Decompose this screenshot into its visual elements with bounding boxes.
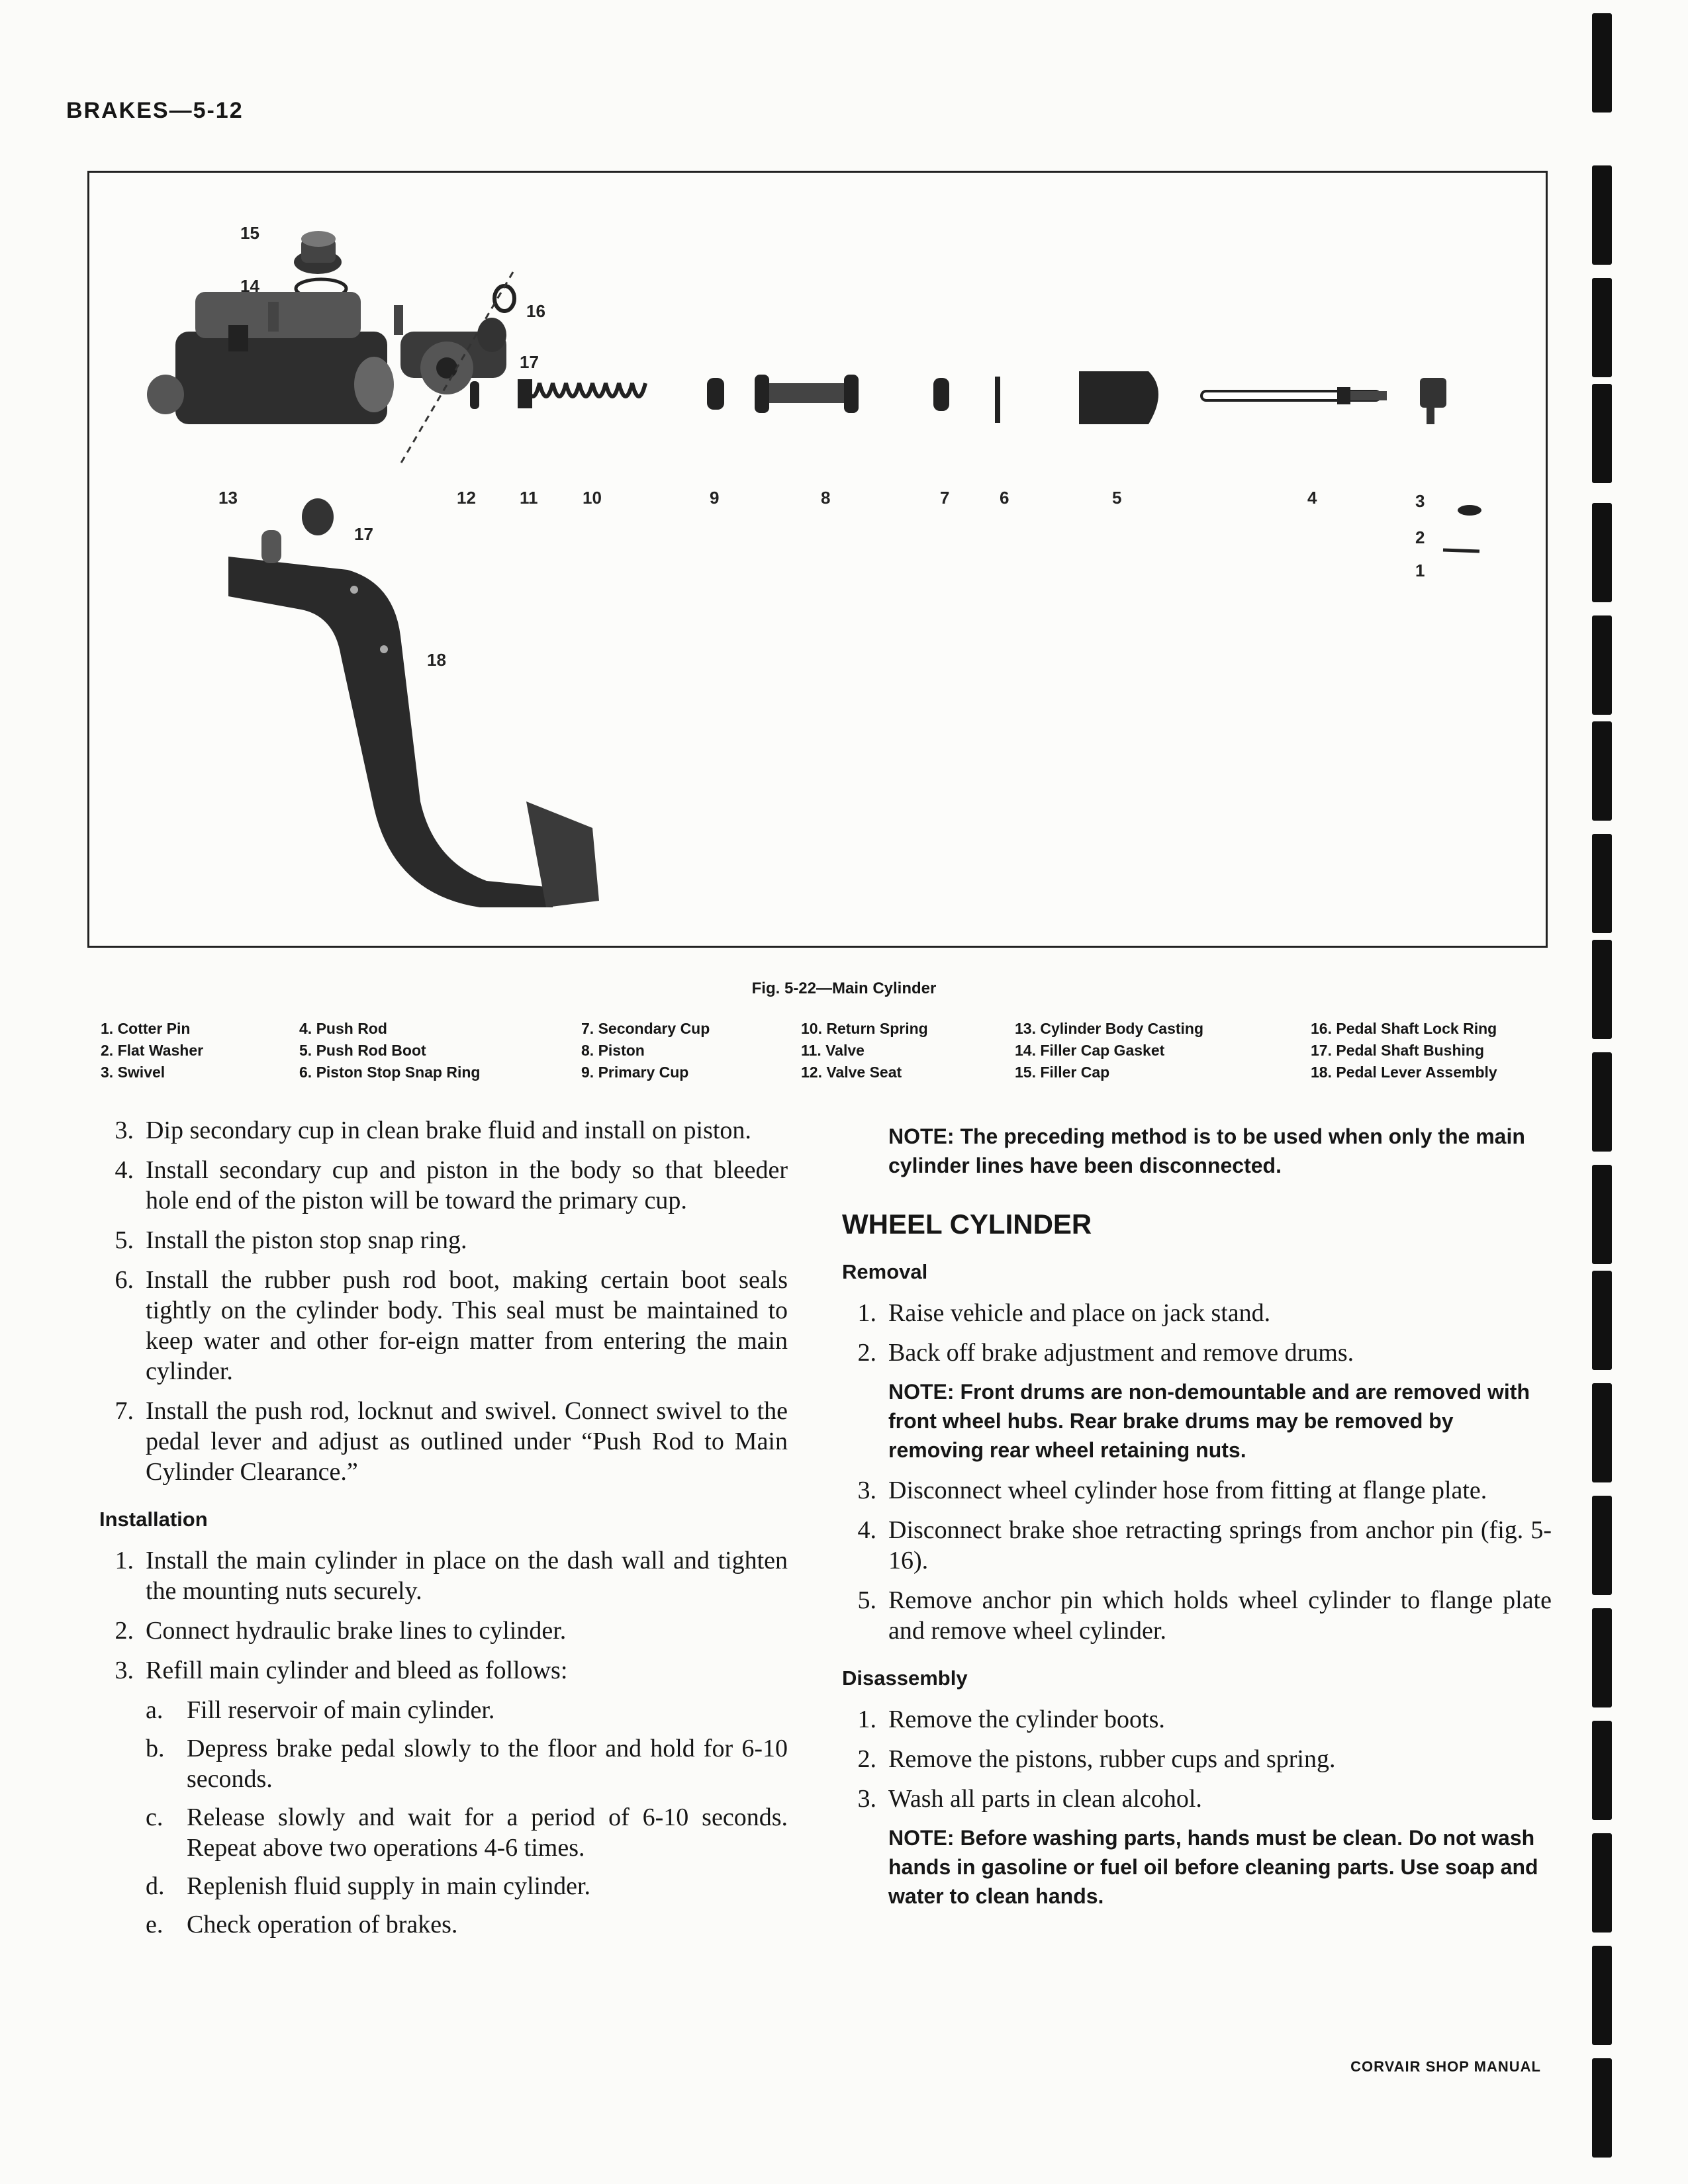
callout-8: 8 [821,488,830,508]
right-column: NOTE: The preceding method is to be used… [842,1115,1552,1921]
bleed-item: d.Replenish fluid supply in main cylinde… [146,1872,591,1900]
bleed-item: e.Check operation of brakes. [146,1911,458,1938]
legend-item: 5. Push Rod Boot [299,1042,426,1059]
left-column: 3.Dip secondary cup in clean brake fluid… [99,1115,788,1948]
legend-item: 8. Piston [581,1042,645,1059]
push-rod-part [1200,387,1387,404]
callout-9: 9 [710,488,719,508]
callout-4: 4 [1307,488,1317,508]
step-item: 3.Dip secondary cup in clean brake fluid… [115,1116,751,1144]
primary-cup-part [707,378,724,410]
note-preceding-method: NOTE: The preceding method is to be used… [888,1124,1525,1177]
removal-item: 1.Raise vehicle and place on jack stand. [857,1299,1271,1327]
callout-13: 13 [218,488,238,508]
pedal-shaft-lock-ring-part [492,284,516,313]
callout-16: 16 [526,301,545,321]
installation-heading: Installation [99,1508,208,1531]
legend-item: 4. Push Rod [299,1020,387,1037]
disassembly-item: 2.Remove the pistons, rubber cups and sp… [857,1745,1336,1773]
pedal-lever-part [228,530,599,907]
legend-item: 18. Pedal Lever Assembly [1311,1064,1497,1081]
legend-item: 17. Pedal Shaft Bushing [1311,1042,1484,1059]
exploded-view-illustration: 15 14 16 17 13 12 11 10 9 8 7 6 5 4 3 2 … [147,223,1481,907]
disassembly-item: 1.Remove the cylinder boots. [857,1706,1165,1733]
legend-item: 14. Filler Cap Gasket [1015,1042,1165,1059]
callout-14: 14 [240,276,259,296]
return-spring-part [518,379,647,408]
figure-caption: Fig. 5-22—Main Cylinder [751,979,937,997]
disassembly-item: 3.Wash all parts in clean alcohol. [857,1785,1202,1813]
removal-item: 2.Back off brake adjustment and remove d… [857,1339,1354,1367]
step-item: 5.Install the piston stop snap ring. [115,1226,467,1254]
step-item: 4.Install secondary cup and piston in th… [115,1156,788,1214]
install-item: 2.Connect hydraulic brake lines to cylin… [115,1617,567,1645]
edge-marks [1592,0,1618,2184]
cylinder-body-part [147,292,506,424]
callout-5: 5 [1112,488,1121,508]
legend-item: 7. Secondary Cup [581,1020,710,1037]
legend-item: 12. Valve Seat [801,1064,902,1081]
bleed-item: b.Depress brake pedal slowly to the floo… [146,1735,788,1793]
bleed-item: a.Fill reservoir of main cylinder. [146,1696,495,1724]
callout-12: 12 [457,488,476,508]
callout-17a: 17 [520,352,539,372]
removal-item: 4.Disconnect brake shoe retracting sprin… [857,1516,1552,1574]
page-footer: CORVAIR SHOP MANUAL [1350,2058,1541,2075]
removal-item: 5.Remove anchor pin which holds wheel cy… [857,1586,1552,1645]
legend-item: 16. Pedal Shaft Lock Ring [1311,1020,1497,1037]
legend-col-2: 4. Push Rod 5. Push Rod Boot 6. Piston S… [299,1018,480,1083]
callout-15: 15 [240,223,259,243]
install-item: 3.Refill main cylinder and bleed as foll… [115,1657,568,1684]
disassembly-heading: Disassembly [842,1666,968,1690]
secondary-cup-part [933,378,949,411]
callout-3: 3 [1415,491,1425,511]
bleed-item: c.Release slowly and wait for a period o… [146,1803,788,1862]
page-header: BRAKES—5-12 [66,98,244,123]
install-item: 1.Install the main cylinder in place on … [115,1547,788,1605]
wheel-cylinder-heading: WHEEL CYLINDER [842,1208,1092,1240]
step-item: 7.Install the push rod, locknut and swiv… [115,1397,788,1486]
callout-6: 6 [1000,488,1009,508]
legend-col-4: 10. Return Spring 11. Valve 12. Valve Se… [801,1018,928,1083]
flat-washer-part [1458,505,1481,516]
callout-1: 1 [1415,561,1425,580]
note-front-drums: NOTE: Front drums are non-demountable an… [888,1380,1530,1462]
legend-col-6: 16. Pedal Shaft Lock Ring 17. Pedal Shaf… [1311,1018,1497,1083]
legend-item: 3. Swivel [101,1064,165,1081]
callout-17b: 17 [354,524,373,544]
pedal-shaft-bushing-part-lower [302,498,334,535]
legend-item: 2. Flat Washer [101,1042,204,1059]
filler-cap-part [294,231,342,274]
legend-col-3: 7. Secondary Cup 8. Piston 9. Primary Cu… [581,1018,710,1083]
swivel-part [1420,378,1446,424]
removal-item: 3.Disconnect wheel cylinder hose from fi… [857,1477,1487,1504]
callout-18: 18 [427,650,446,670]
callout-10: 10 [583,488,602,508]
legend-col-1: 1. Cotter Pin 2. Flat Washer 3. Swivel [101,1018,203,1083]
legend-item: 1. Cotter Pin [101,1020,191,1037]
piston-stop-snap-ring-part [995,377,1000,423]
legend-item: 15. Filler Cap [1015,1064,1110,1081]
callout-2: 2 [1415,527,1425,547]
legend-col-5: 13. Cylinder Body Casting 14. Filler Cap… [1015,1018,1203,1083]
legend-item: 6. Piston Stop Snap Ring [299,1064,481,1081]
push-rod-boot-part [1079,371,1158,424]
removal-heading: Removal [842,1260,928,1283]
figure-main-cylinder: 15 14 16 17 13 12 11 10 9 8 7 6 5 4 3 2 … [87,171,1548,948]
piston-part [755,375,859,413]
note-washing-hands: NOTE: Before washing parts, hands must b… [888,1826,1538,1908]
callout-7: 7 [940,488,949,508]
legend-item: 11. Valve [801,1042,865,1059]
legend-item: 9. Primary Cup [581,1064,689,1081]
valve-seat-part [470,381,479,409]
cotter-pin-part [1442,548,1480,553]
pedal-shaft-bushing-part-upper [477,318,506,352]
legend-item: 13. Cylinder Body Casting [1015,1020,1204,1037]
legend-item: 10. Return Spring [801,1020,928,1037]
step-item: 6.Install the rubber push rod boot, maki… [115,1266,788,1385]
callout-11: 11 [520,488,538,508]
